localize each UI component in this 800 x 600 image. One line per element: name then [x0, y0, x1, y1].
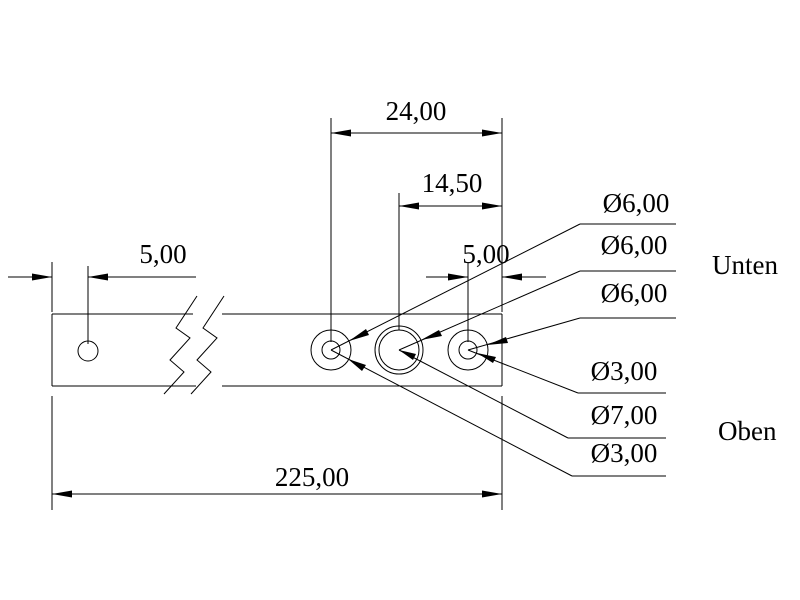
- extension-lines: [51, 118, 503, 510]
- side-label-top: Unten: [712, 250, 778, 280]
- break-lines: [163, 295, 225, 395]
- callout-top-1: Ø6,00: [603, 188, 670, 218]
- dimension-14-50-text: 14,50: [422, 168, 483, 198]
- dimension-14-50: [399, 202, 502, 210]
- dimension-24: [331, 129, 502, 137]
- leaders-top: [330, 223, 676, 351]
- dimension-5-left: [8, 273, 196, 281]
- dimension-5-right-text: 5,00: [462, 239, 509, 269]
- callout-bottom-2: Ø7,00: [591, 400, 658, 430]
- dimension-225-text: 225,00: [275, 462, 349, 492]
- holes: [77, 325, 489, 375]
- dimension-5-right: [426, 273, 546, 281]
- side-label-bottom: Oben: [718, 416, 777, 446]
- callout-top-2: Ø6,00: [601, 230, 668, 260]
- part-outline: [51, 313, 503, 387]
- dimension-24-text: 24,00: [386, 96, 447, 126]
- dimension-225: [52, 490, 502, 498]
- dimension-5-left-text: 5,00: [139, 239, 186, 269]
- callout-bottom-1: Ø3,00: [591, 356, 658, 386]
- callout-bottom-3: Ø3,00: [591, 438, 658, 468]
- callout-top-3: Ø6,00: [601, 278, 668, 308]
- leaders-bottom: [330, 349, 666, 477]
